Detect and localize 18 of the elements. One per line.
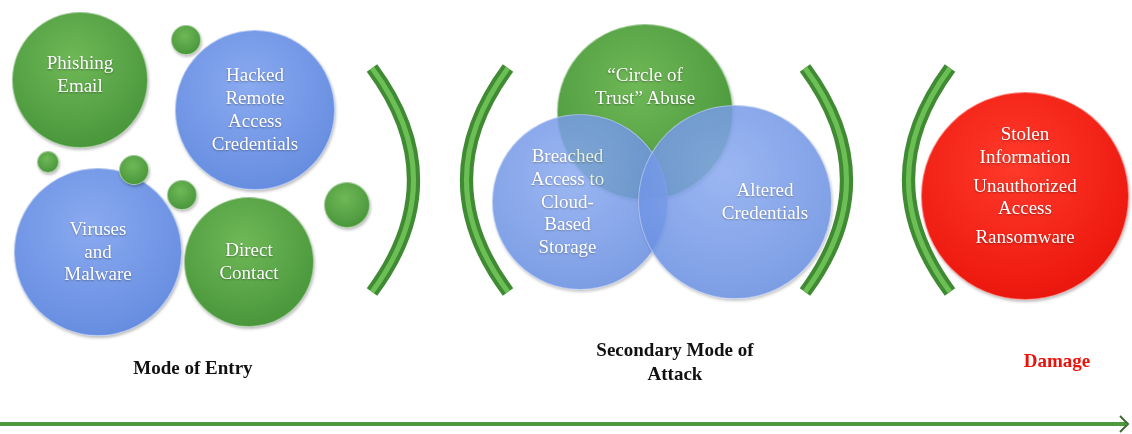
node-text: Phishing Email	[45, 52, 115, 98]
circle-shape	[324, 182, 370, 228]
node-text: Ransomware	[974, 226, 1076, 249]
circle-shape	[119, 155, 149, 185]
node-text: Viruses and Malware	[63, 217, 133, 287]
node-text: “Circle of Trust” Abuse	[593, 64, 697, 110]
section-heading: Secondary Mode of Attack	[595, 338, 755, 386]
node-text: Stolen Information	[978, 123, 1072, 169]
section-heading: Mode of Entry	[132, 356, 254, 380]
circle-shape	[37, 151, 59, 173]
circle-shape	[167, 180, 197, 210]
node-text: Direct Contact	[218, 239, 280, 285]
node-text: Hacked Remote Access Credentials	[210, 64, 300, 156]
circle-shape	[171, 25, 201, 55]
node-text: Unauthorized Access	[972, 174, 1078, 221]
node-text: Altered Credentials	[720, 179, 810, 225]
section-heading: Damage	[1022, 349, 1092, 373]
node-text: Breached Access to Cloud-Based Storage	[529, 145, 606, 259]
